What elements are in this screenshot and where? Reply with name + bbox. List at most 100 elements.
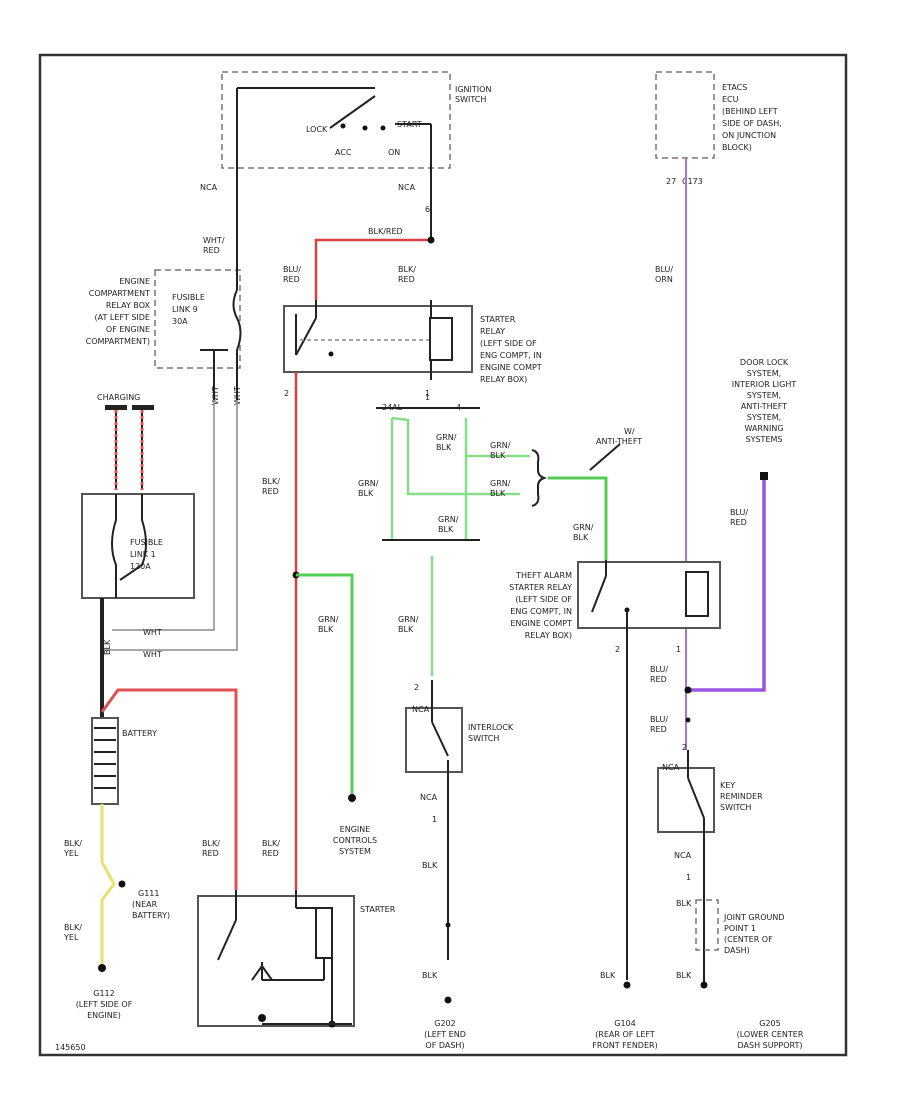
wht-loop-wire-a xyxy=(112,400,215,631)
pin-kr-label: 2 xyxy=(682,743,687,752)
charging-connectors xyxy=(105,405,154,410)
starter-internals xyxy=(217,890,352,1028)
ignition-switch-contacts xyxy=(236,87,432,240)
wht-a-label: WHT xyxy=(143,628,162,637)
diagram-frame xyxy=(38,53,848,1057)
key-reminder-splice xyxy=(685,717,691,723)
blu-red-c-label: BLU/RED xyxy=(650,665,668,684)
wht-vertical-1: WHT xyxy=(211,386,220,405)
battery xyxy=(91,717,119,805)
antitheft-pointer xyxy=(589,443,621,471)
blk-side-label: BLK xyxy=(103,639,112,655)
theft-alarm-relay-contacts xyxy=(591,560,709,980)
engine-controls-terminal xyxy=(348,794,356,802)
blk-g202-label: BLK xyxy=(422,971,438,980)
g205-ground-point xyxy=(700,981,708,989)
nca-kr2-label: NCA xyxy=(674,851,692,860)
antitheft-relay-wire xyxy=(548,476,608,560)
figure-id: 145650 xyxy=(55,1043,86,1052)
blk-g205-label: BLK xyxy=(676,971,692,980)
pin-sr-1: 1 xyxy=(425,389,430,398)
blk-red-top-label: BLK/RED xyxy=(368,227,403,236)
grn-blk-a-label: GRN/BLK xyxy=(436,433,457,452)
blk-red-a-label: BLK/RED xyxy=(398,265,416,284)
door-lock-splice xyxy=(684,686,692,694)
pin-il-2: 2 xyxy=(414,683,419,692)
key-reminder-switch-contacts xyxy=(687,750,705,985)
pin-ta-1: 1 xyxy=(676,645,681,654)
blk-yel-b-label: BLK/YEL xyxy=(63,923,82,942)
grn-blk-g-label: GRN/BLK xyxy=(318,615,339,634)
blu-red-b-label: BLU/RED xyxy=(730,508,748,527)
fusible-link-1 xyxy=(111,494,147,598)
blk-yel-a-label: BLK/YEL xyxy=(63,839,82,858)
interlock-switch-box xyxy=(405,707,463,773)
charging-wires xyxy=(114,410,144,490)
pin-ign-right-label: 6 xyxy=(425,205,430,214)
engine-relay-box xyxy=(154,269,241,369)
blu-red-d-label: BLU/RED xyxy=(650,715,668,734)
nca-key-label: NCA xyxy=(662,763,680,772)
blk-red-b-label: BLK/RED xyxy=(262,477,280,496)
nca-il-label: NCA xyxy=(420,793,438,802)
engine-controls-wire xyxy=(296,573,354,796)
wht-red-label: WHT/RED xyxy=(203,236,225,255)
pin-sr-2: 2 xyxy=(284,389,289,398)
fusible-link-1-box xyxy=(81,493,195,599)
starter-relay-feed-wire xyxy=(314,238,431,300)
blk-g104-label: BLK xyxy=(600,971,616,980)
starter-box xyxy=(197,895,355,1027)
nca-left-label: NCA xyxy=(200,183,218,192)
battery-label: BATTERY xyxy=(122,729,157,738)
blk-kr-label: BLK xyxy=(676,899,692,908)
nca-inhibitor-label: NCA xyxy=(412,705,430,714)
g104-ground-point xyxy=(623,981,631,989)
etacs-pin-label: 27 xyxy=(666,177,676,186)
nca-right-label: NCA xyxy=(398,183,416,192)
interlock-splice xyxy=(445,922,451,928)
charging-label: CHARGING xyxy=(97,393,140,402)
ignition-acc-label: ACC xyxy=(335,148,352,157)
wht-b-label: WHT xyxy=(143,650,162,659)
ignition-start-label: START xyxy=(397,120,422,129)
pin-kr-1: 1 xyxy=(686,873,691,882)
starter-relay-contacts xyxy=(295,300,453,380)
battery-cells xyxy=(94,727,116,789)
green-harness xyxy=(382,416,530,676)
etacs-connector-label: C173 xyxy=(682,177,703,186)
conn-1: 1 xyxy=(425,393,430,402)
starter-relay-box xyxy=(283,305,473,373)
ignition-switch-box xyxy=(221,71,451,169)
grn-blk-e-label: GRN/BLK xyxy=(438,515,459,534)
with-antitheft-label: W/ANTI-THEFT xyxy=(596,427,642,446)
ignition-splice xyxy=(427,236,435,244)
ignition-lock-label: LOCK xyxy=(306,125,328,134)
blu-orn-label: BLU/ORN xyxy=(655,265,673,284)
starter-label: STARTER xyxy=(360,905,396,914)
wht-vertical-2: WHT xyxy=(233,386,242,405)
pin-il-1: 1 xyxy=(432,815,437,824)
g111-ground-point xyxy=(118,880,126,888)
grn-blk-f-label: GRN/BLK xyxy=(573,523,594,542)
grn-blk-c-label: GRN/BLK xyxy=(358,479,379,498)
wht-loop-wire-b xyxy=(104,400,238,651)
pin-ta-2: 2 xyxy=(615,645,620,654)
battery-positive-wire xyxy=(100,688,238,890)
blk-red-c-label: BLK/RED xyxy=(202,839,220,858)
